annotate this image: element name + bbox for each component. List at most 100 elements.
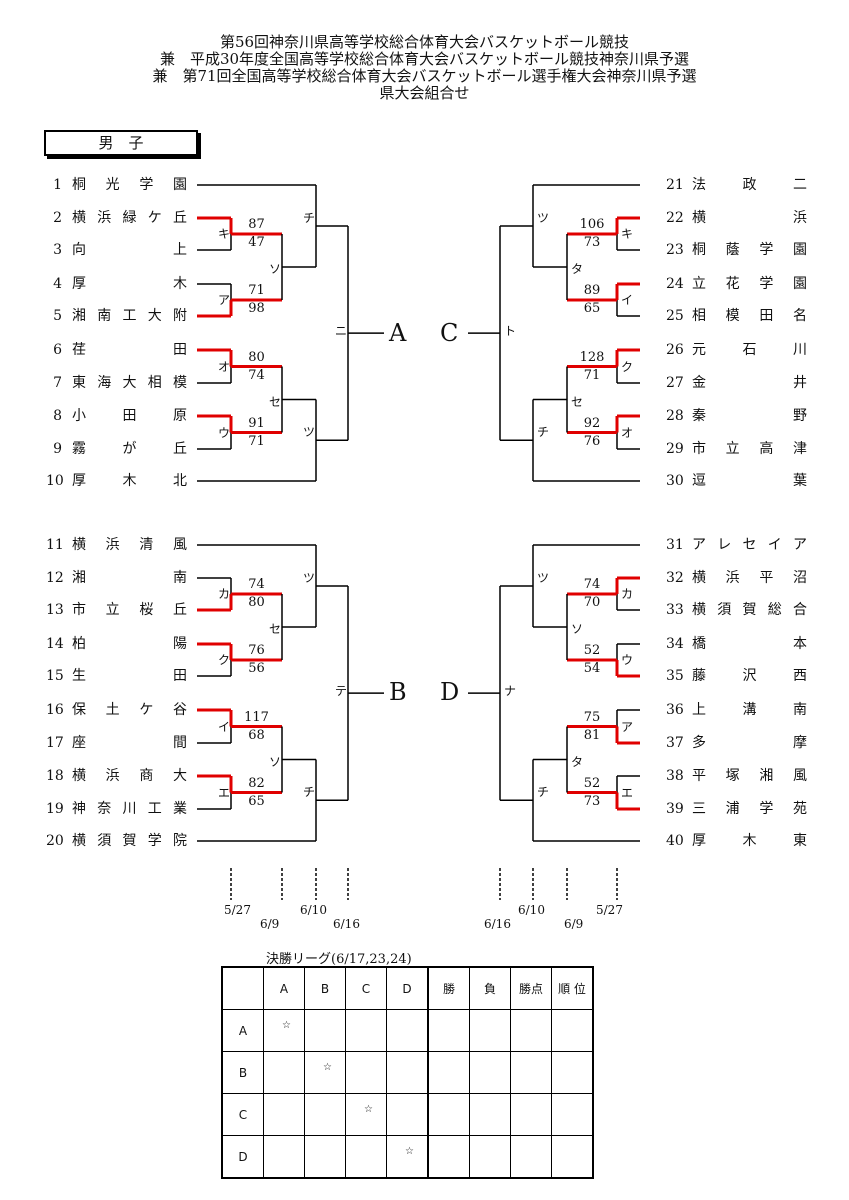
team-name: 桐光学園 <box>72 177 187 193</box>
team-name: 市立高津 <box>692 441 807 457</box>
score-lower: 65 <box>583 301 601 316</box>
team-name: 金井 <box>692 375 807 391</box>
team-name: 平塚湘風 <box>692 768 807 784</box>
team-name: 厚木 <box>72 276 187 292</box>
league-header: 勝点 <box>510 966 552 1010</box>
round-label: エ <box>621 785 634 800</box>
round-label: ア <box>621 719 634 734</box>
round-label: ツ <box>303 571 316 585</box>
score-upper: 128 <box>579 349 605 365</box>
league-cell <box>427 1009 470 1052</box>
league-cell <box>263 1051 305 1094</box>
score-lower: 71 <box>583 367 601 383</box>
team-number: 10 <box>46 473 64 489</box>
round-label: ソ <box>269 754 282 769</box>
team-number: 29 <box>666 441 684 457</box>
score-upper: 117 <box>244 709 269 725</box>
team-name: 横須賀総合 <box>692 602 807 618</box>
team-name: 横浜平沼 <box>692 570 807 586</box>
team-number: 34 <box>666 636 684 652</box>
score-lower: 81 <box>583 727 601 743</box>
team-number: 24 <box>666 276 684 292</box>
team-number: 35 <box>666 668 684 684</box>
team-number: 37 <box>666 735 684 751</box>
score-upper: 82 <box>248 775 265 791</box>
team-name: 多摩 <box>692 735 807 751</box>
team-name: 向上 <box>72 242 187 258</box>
score-lower: 68 <box>248 727 265 743</box>
round-label: チ <box>537 785 550 800</box>
score-upper: 74 <box>583 577 601 592</box>
team-number: 16 <box>46 702 64 718</box>
league-cell <box>304 1093 346 1136</box>
round-label: セ <box>269 622 282 636</box>
team-number: 26 <box>666 342 684 358</box>
team-name: 霧が丘 <box>72 441 187 457</box>
round-label: カ <box>621 587 634 601</box>
league-cell <box>510 1135 552 1179</box>
league-cell <box>469 1009 511 1052</box>
team-number: 12 <box>46 570 64 586</box>
league-header: A <box>263 966 305 1010</box>
score-upper: 80 <box>248 349 265 365</box>
team-name: 小田原 <box>72 408 187 424</box>
team-name: 東海大相模 <box>72 375 187 391</box>
round-label: キ <box>218 227 231 241</box>
team-number: 18 <box>46 768 64 784</box>
team-number: 22 <box>666 210 684 226</box>
league-header: 順 位 <box>551 966 594 1010</box>
score-lower: 80 <box>248 595 265 610</box>
round-label: ア <box>218 293 231 307</box>
team-entry: 29 市立高津 <box>666 439 807 459</box>
round-label: ウ <box>218 425 231 440</box>
score-lower: 54 <box>583 661 601 676</box>
round-label: テ <box>335 684 348 699</box>
score-upper: 92 <box>583 415 601 431</box>
block-letter-c: C <box>440 319 459 347</box>
score-upper: 71 <box>248 283 265 298</box>
round-label: オ <box>218 359 231 374</box>
league-cell <box>510 1051 552 1094</box>
round-label: イ <box>218 719 231 734</box>
round-label: ツ <box>537 571 550 585</box>
team-number: 27 <box>666 375 684 391</box>
date-right-2: 6/10 <box>518 903 545 917</box>
round-label: タ <box>571 262 584 276</box>
score-lower: 47 <box>248 235 265 250</box>
team-entry: 19 神奈川工業 <box>46 799 187 819</box>
team-number: 6 <box>53 342 62 358</box>
team-name: 神奈川工業 <box>72 801 187 817</box>
league-title: 決勝リーグ(6/17,23,24) <box>266 952 412 967</box>
date-left-3: 6/10 <box>300 903 327 917</box>
block-letter-a: A <box>389 319 407 347</box>
title-line-2: 兼 平成30年度全国高等学校総合体育大会バスケットボール競技神奈川県予選 <box>159 50 690 68</box>
team-number: 19 <box>46 801 64 817</box>
team-name: 市立桜丘 <box>72 602 187 618</box>
league-row-label: D <box>221 1135 264 1179</box>
team-name: 荏田 <box>72 342 187 358</box>
team-name: 横須賀学院 <box>72 833 187 849</box>
league-cell <box>551 1135 594 1179</box>
team-number: 7 <box>53 375 62 391</box>
team-entry: 7 東海大相模 <box>46 373 187 393</box>
team-number: 40 <box>666 833 684 849</box>
title-line-3: 兼 第71回全国高等学校総合体育大会バスケットボール選手権大会神奈川県予選 <box>152 67 697 85</box>
round-label: ソ <box>571 622 584 636</box>
league-cell: ☆ <box>386 1135 429 1179</box>
